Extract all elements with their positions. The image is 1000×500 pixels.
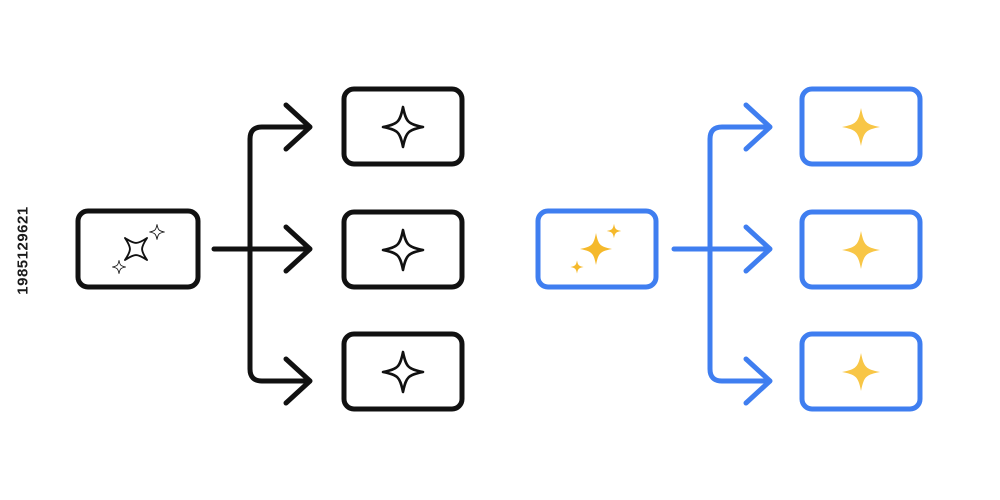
stock-id-watermark: 1985129621: [10, 170, 36, 330]
arrow-head-icon: [743, 224, 773, 274]
target-card: [799, 209, 923, 290]
target-card: [341, 209, 465, 290]
sparkles-icon: [570, 223, 622, 274]
branch-connector: [671, 124, 769, 384]
process-distribution-outline-icon: [75, 86, 465, 412]
target-card: [341, 86, 465, 167]
arrow-head-icon: [743, 356, 773, 406]
branch-connector: [211, 124, 309, 384]
arrow-head-icon: [283, 102, 313, 152]
source-card: [535, 208, 659, 290]
target-card: [799, 331, 923, 412]
arrow-head-icon: [743, 102, 773, 152]
arrow-head-icon: [283, 224, 313, 274]
stock-id-text: 1985129621: [14, 205, 32, 295]
sparkles-icon: [112, 224, 165, 274]
star-icon: [381, 350, 425, 394]
process-distribution-colored-icon: [535, 86, 923, 412]
target-card: [799, 86, 923, 167]
star-icon: [842, 108, 880, 146]
star-icon: [381, 228, 425, 272]
arrow-head-icon: [283, 356, 313, 406]
target-card: [341, 331, 465, 412]
source-card: [75, 208, 201, 290]
star-icon: [842, 231, 880, 269]
star-icon: [381, 105, 425, 149]
star-icon: [842, 353, 880, 391]
